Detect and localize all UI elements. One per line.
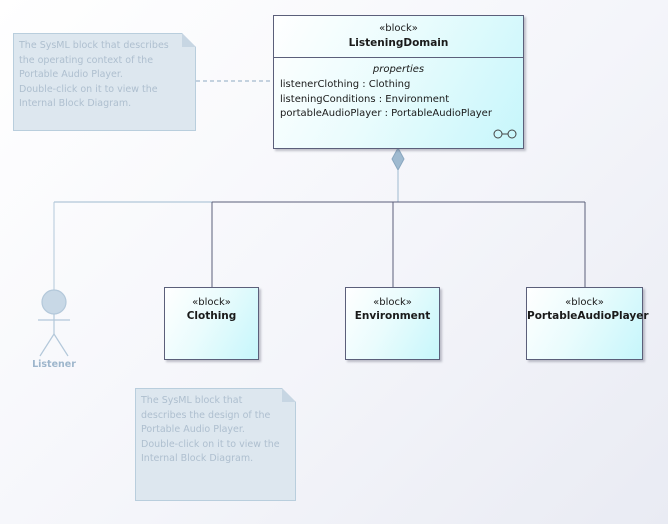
properties-list: listenerClothing : Clothing listeningCon…: [274, 78, 523, 122]
block-stereotype: «block»: [373, 297, 412, 308]
properties-compartment-title: properties: [372, 64, 425, 75]
actor-figure[interactable]: [38, 289, 70, 357]
design-note[interactable]: The SysML block that describes the desig…: [135, 388, 296, 501]
note-text-line: describes the design of the: [141, 409, 271, 421]
block-name: ListeningDomain: [348, 37, 449, 49]
clothing-block[interactable]: «block» Clothing: [164, 287, 259, 360]
note-text-line: Portable Audio Player.: [19, 69, 123, 80]
block-stereotype: «block»: [192, 297, 231, 308]
property-item[interactable]: listeningConditions : Environment: [280, 93, 450, 105]
note-text-line: Internal Block Diagram.: [141, 453, 254, 464]
note-text-line: the operating context of the: [19, 54, 154, 66]
note-text-line: Internal Block Diagram.: [19, 98, 132, 109]
block-name: Environment: [354, 310, 431, 322]
block-name: Clothing: [186, 310, 237, 322]
block-stereotype: «block»: [379, 23, 418, 34]
note-text-line: The SysML block that describes: [19, 40, 169, 51]
property-item[interactable]: portableAudioPlayer : PortableAudioPlaye…: [280, 108, 492, 119]
compartment-divider: [274, 57, 523, 58]
environment-block[interactable]: «block» Environment: [345, 287, 440, 360]
listening-domain-block[interactable]: «block» ListeningDomain properties liste…: [273, 15, 524, 149]
note-text-line: Portable Audio Player.: [141, 424, 245, 435]
portable-audio-player-block[interactable]: «block» PortableAudioPlayer: [526, 287, 649, 360]
note-text-line: Double-click on it to view the: [19, 83, 158, 95]
note-text-line: Double-click on it to view the: [141, 438, 280, 450]
context-note[interactable]: The SysML block that describes the opera…: [13, 33, 196, 131]
block-stereotype: «block»: [565, 297, 604, 308]
property-item[interactable]: listenerClothing : Clothing: [280, 79, 411, 90]
block-name: PortableAudioPlayer: [527, 310, 649, 322]
composition-diamond[interactable]: [391, 146, 405, 172]
actor-label: Listener: [32, 359, 76, 370]
internal-structure-icon[interactable]: [492, 128, 518, 140]
note-text-line: The SysML block that: [141, 395, 243, 406]
